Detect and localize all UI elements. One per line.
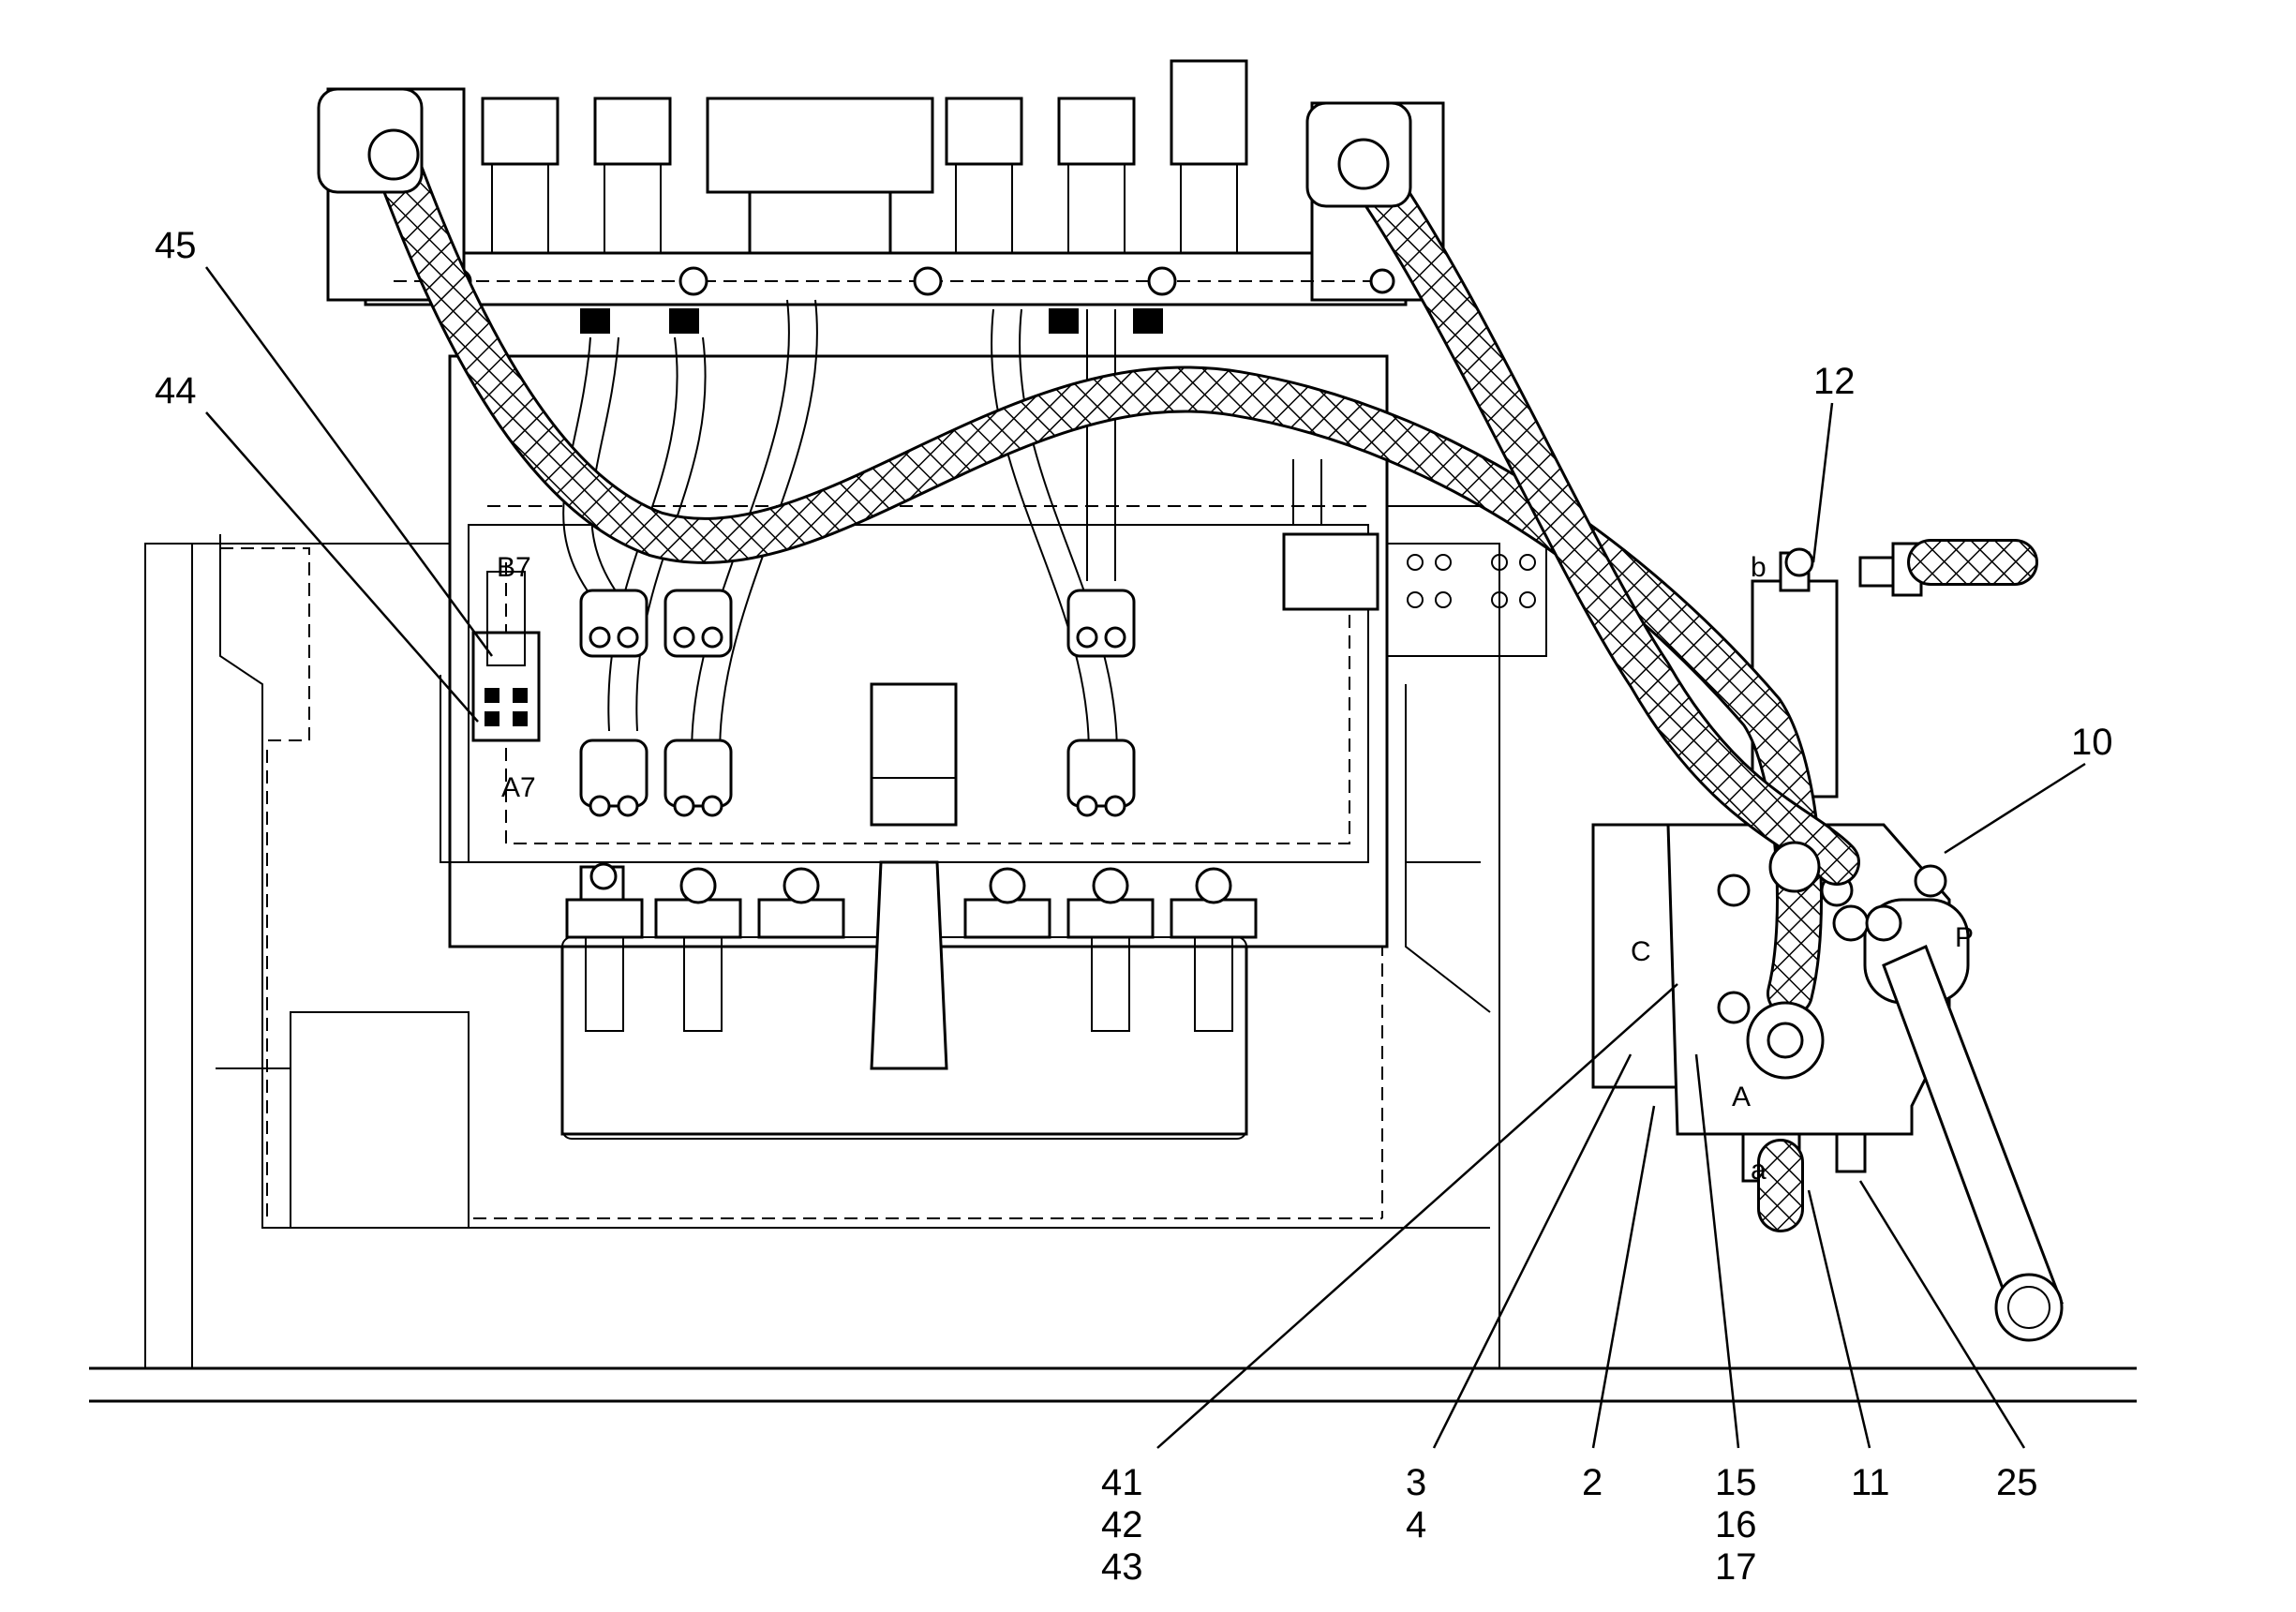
callouts: 45 44 12 10 41 42 43 3 4 2 15 16 17 11 2… [155,225,2113,1588]
ground-lines [89,1366,2137,1403]
leader-12 [1811,402,1834,563]
leader-10 [1944,762,2086,855]
callout-45: 45 [155,225,197,266]
callout-41: 41 [1101,1462,1143,1503]
callout-44: 44 [155,370,197,411]
port-b-label: b [1751,552,1767,583]
port-a-small-label: a [1751,1155,1767,1186]
port-c-label: C [1631,936,1651,967]
left-section-fitting [440,571,541,863]
leader-45 [204,266,494,657]
hand-lever [1882,944,2064,1342]
callout-12: 12 [1813,361,1856,402]
callout-17: 17 [1715,1546,1757,1588]
leader-25 [1858,1180,2026,1449]
callout-10: 10 [2071,722,2113,763]
callout-2: 2 [1582,1462,1603,1503]
callout-11: 11 [1851,1462,1890,1503]
callout-4: 4 [1406,1504,1426,1545]
callout-42: 42 [1101,1504,1143,1545]
leader-15 [1694,1053,1740,1449]
port-a-label: A [1732,1082,1751,1112]
leader-lines [204,266,2086,1449]
callout-16: 16 [1715,1504,1757,1545]
callout-25: 25 [1996,1462,2038,1503]
leader-11 [1807,1189,1871,1449]
leader-3 [1432,1053,1633,1449]
fittings [579,505,1547,817]
bottom-caps [565,860,1258,1070]
leader-41 [1156,983,1678,1449]
braided-hoses [370,131,2038,1232]
port-p-label: P [1955,922,1974,953]
leader-44 [205,411,479,723]
leader-2 [1591,1105,1656,1449]
callout-3: 3 [1406,1462,1426,1503]
banjo-fittings [317,87,1825,1080]
callout-43: 43 [1101,1546,1143,1588]
port-a7-label: A7 [501,772,536,803]
port-labels: B7 A7 b C A P a [497,552,1974,1186]
callout-15: 15 [1715,1462,1757,1503]
port-b7-label: B7 [497,552,531,583]
top-manifold [326,59,1445,334]
